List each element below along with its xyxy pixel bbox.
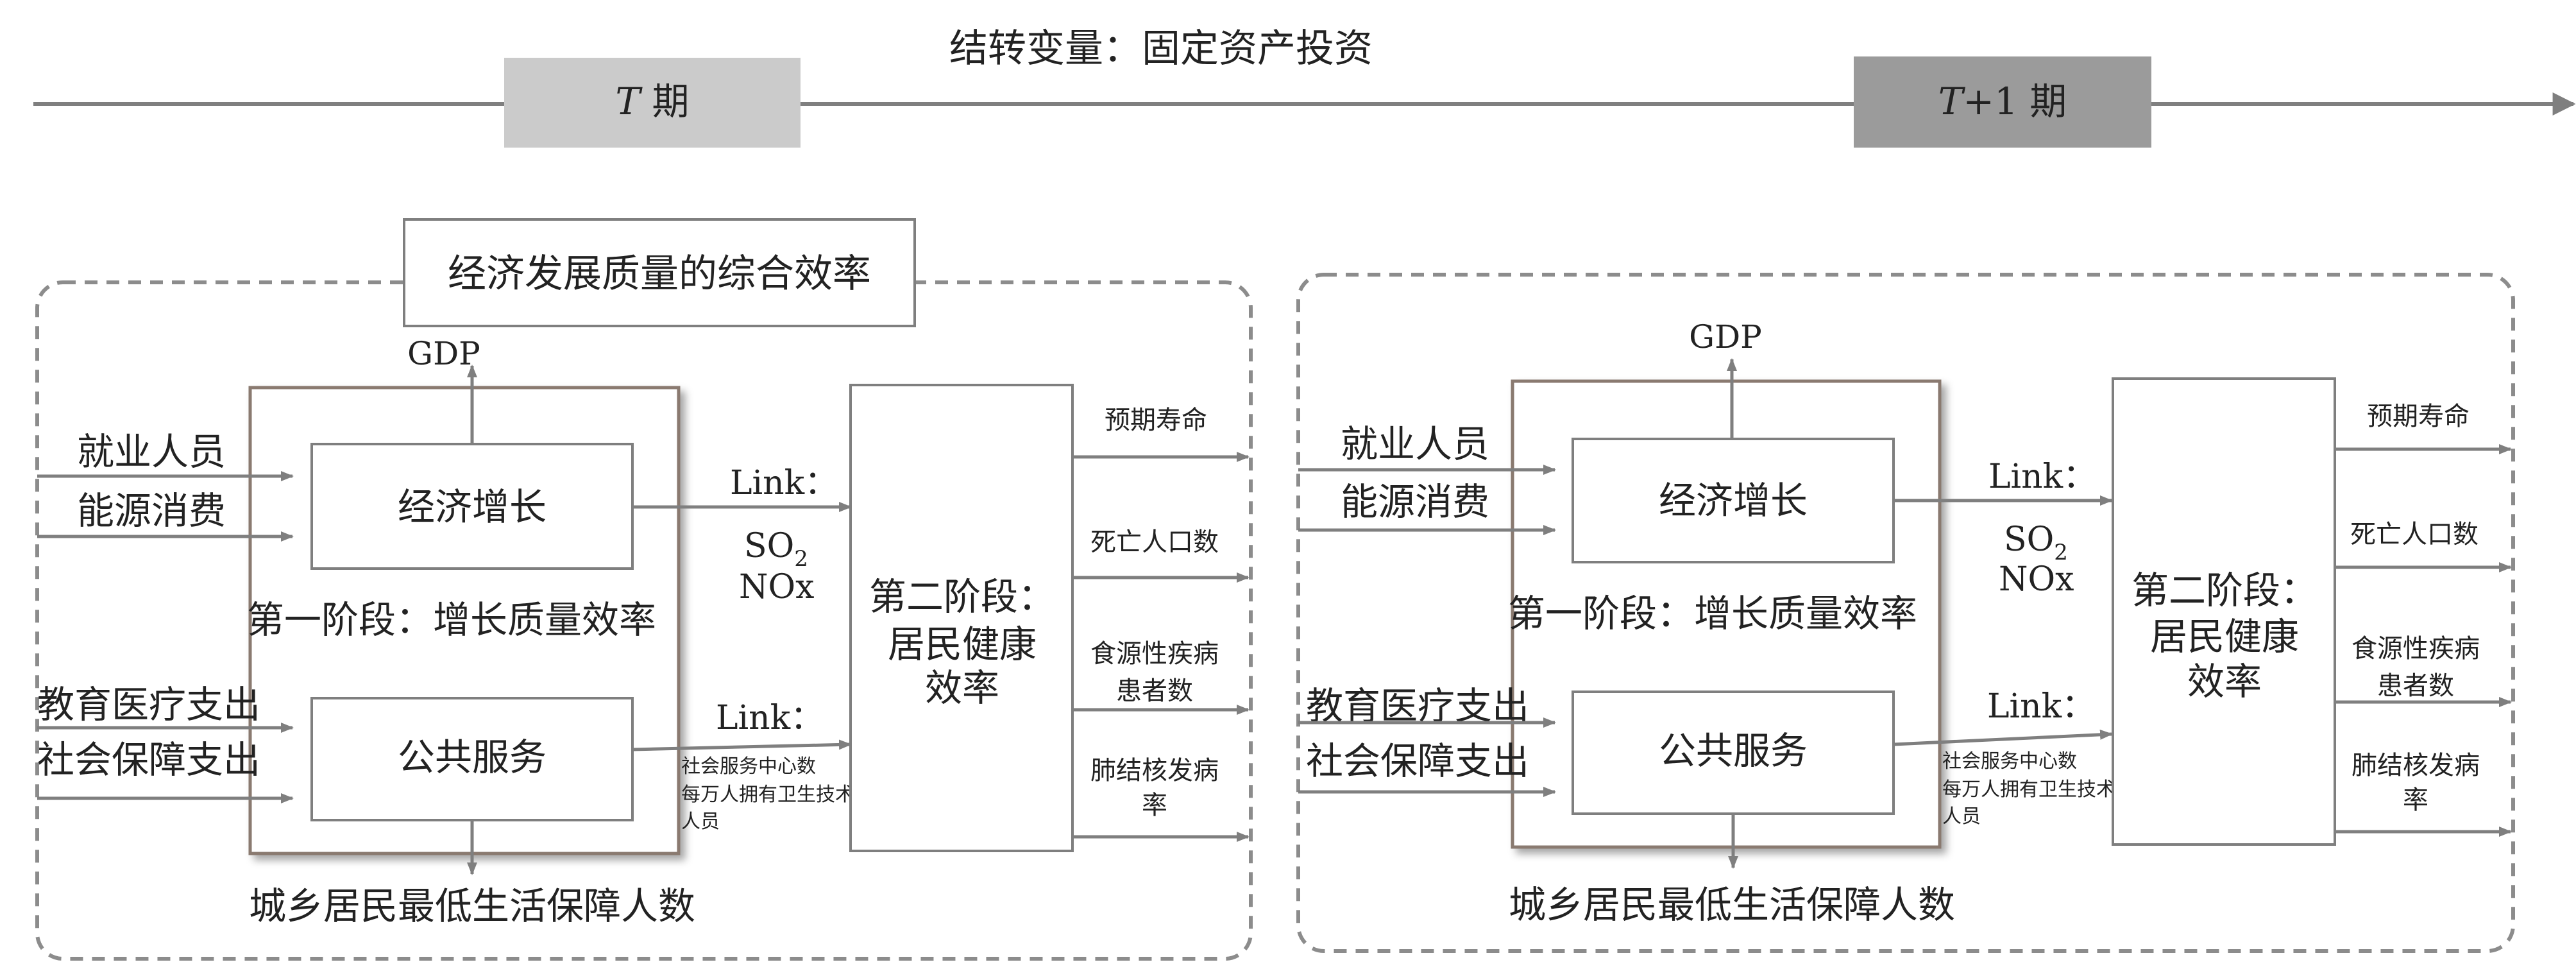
timeline: 结转变量：固定资产投资 T 期 T+1 期	[33, 26, 2576, 148]
gdp-label: GDP	[407, 335, 480, 372]
subsistence-recipients-label: 城乡居民最低生活保障人数	[1509, 883, 1955, 927]
link1-nox: NOx	[739, 568, 814, 606]
public-service-box	[310, 697, 634, 821]
input-social-security-label: 社会保障支出	[37, 738, 260, 782]
link1-label: Link：	[1988, 458, 2096, 496]
stage1-label: 第一阶段：增长质量效率	[247, 598, 656, 642]
link2-health-technicians: 每万人拥有卫生技术	[681, 784, 854, 806]
link2-social-service-centers: 社会服务中心数	[681, 755, 816, 778]
output-tb-line1: 肺结核发病	[1090, 756, 1219, 785]
output-deaths: 死亡人口数	[2350, 520, 2479, 549]
link2-health-technicians-cont: 人员	[681, 810, 720, 833]
public-service-label: 公共服务	[1659, 729, 1808, 773]
stage2-label-line3: 效率	[925, 666, 999, 710]
public-service-box	[1572, 690, 1895, 815]
period-t-box	[504, 58, 801, 148]
panel-period-t1: 经济增长 第一阶段：增长质量效率 公共服务 GDP 就业人员 能源消费 教育医疗…	[1296, 273, 2515, 953]
output-deaths: 死亡人口数	[1090, 527, 1219, 557]
public-service-label: 公共服务	[398, 735, 547, 779]
output-life-expectancy: 预期寿命	[1105, 406, 1207, 435]
input-labor-label: 就业人员	[1341, 422, 1489, 466]
link2-health-technicians: 每万人拥有卫生技术	[1942, 778, 2115, 801]
stage2-label-line1: 第二阶段：	[869, 575, 1055, 619]
link1-nox: NOx	[1999, 560, 2074, 599]
output-tb-line1: 肺结核发病	[2351, 751, 2480, 780]
input-energy-label: 能源消费	[77, 489, 226, 533]
panel-period-t: 经济发展质量的综合效率 经济增长 第一阶段：增长质量效率 公共服务 GDP 就业…	[35, 218, 1253, 961]
link2-label: Link：	[716, 699, 824, 737]
input-energy-label: 能源消费	[1341, 480, 1489, 524]
link1-so2: SO2	[744, 527, 808, 572]
input-social-security-label: 社会保障支出	[1306, 739, 1529, 783]
overall-efficiency-title-box	[403, 218, 916, 327]
link2-health-technicians-cont: 人员	[1942, 805, 1981, 828]
stage2-box	[2112, 377, 2336, 846]
output-life-expectancy: 预期寿命	[2367, 402, 2470, 431]
input-labor-label: 就业人员	[77, 430, 226, 474]
panel-period-t1-border	[1296, 273, 2515, 953]
output-foodborne-line1: 食源性疾病	[2351, 634, 2480, 664]
output-tb-line2: 率	[1142, 791, 1167, 820]
economic-growth-label: 经济增长	[1659, 479, 1808, 522]
link2-label: Link：	[1987, 687, 2095, 726]
panel-period-t-border	[35, 280, 1253, 961]
link2-social-service-centers: 社会服务中心数	[1942, 750, 2077, 773]
output-foodborne-line1: 食源性疾病	[1090, 639, 1219, 669]
subsistence-recipients-label: 城乡居民最低生活保障人数	[249, 884, 695, 928]
overall-efficiency-title: 经济发展质量的综合效率	[448, 252, 871, 296]
output-tb-line2: 率	[2403, 785, 2428, 815]
link1-so2: SO2	[2004, 520, 2068, 565]
output-foodborne-line2: 患者数	[2377, 671, 2454, 701]
stage2-label-line3: 效率	[2187, 660, 2262, 703]
input-edu-med-label: 教育医疗支出	[37, 683, 260, 726]
input-edu-med-label: 教育医疗支出	[1306, 684, 1529, 728]
link1-label: Link：	[730, 464, 838, 502]
carryover-variable-label: 结转变量：固定资产投资	[949, 26, 1373, 71]
output-foodborne-line2: 患者数	[1116, 676, 1193, 706]
period-t1-box	[1854, 56, 2151, 148]
stage2-label-line2: 居民健康	[2150, 615, 2299, 658]
economic-growth-label: 经济增长	[398, 485, 547, 529]
stage2-label-line1: 第二阶段：	[2131, 569, 2318, 612]
stage1-label: 第一阶段：增长质量效率	[1508, 592, 1917, 635]
stage2-box	[849, 384, 1074, 852]
gdp-label: GDP	[1689, 318, 1762, 356]
period-t1-label: T+1 期	[1938, 80, 2067, 123]
link2-arrow	[632, 739, 852, 751]
period-t-label: T 期	[615, 80, 689, 123]
stage2-label-line2: 居民健康	[888, 622, 1037, 666]
link2-arrow	[1893, 729, 2113, 746]
